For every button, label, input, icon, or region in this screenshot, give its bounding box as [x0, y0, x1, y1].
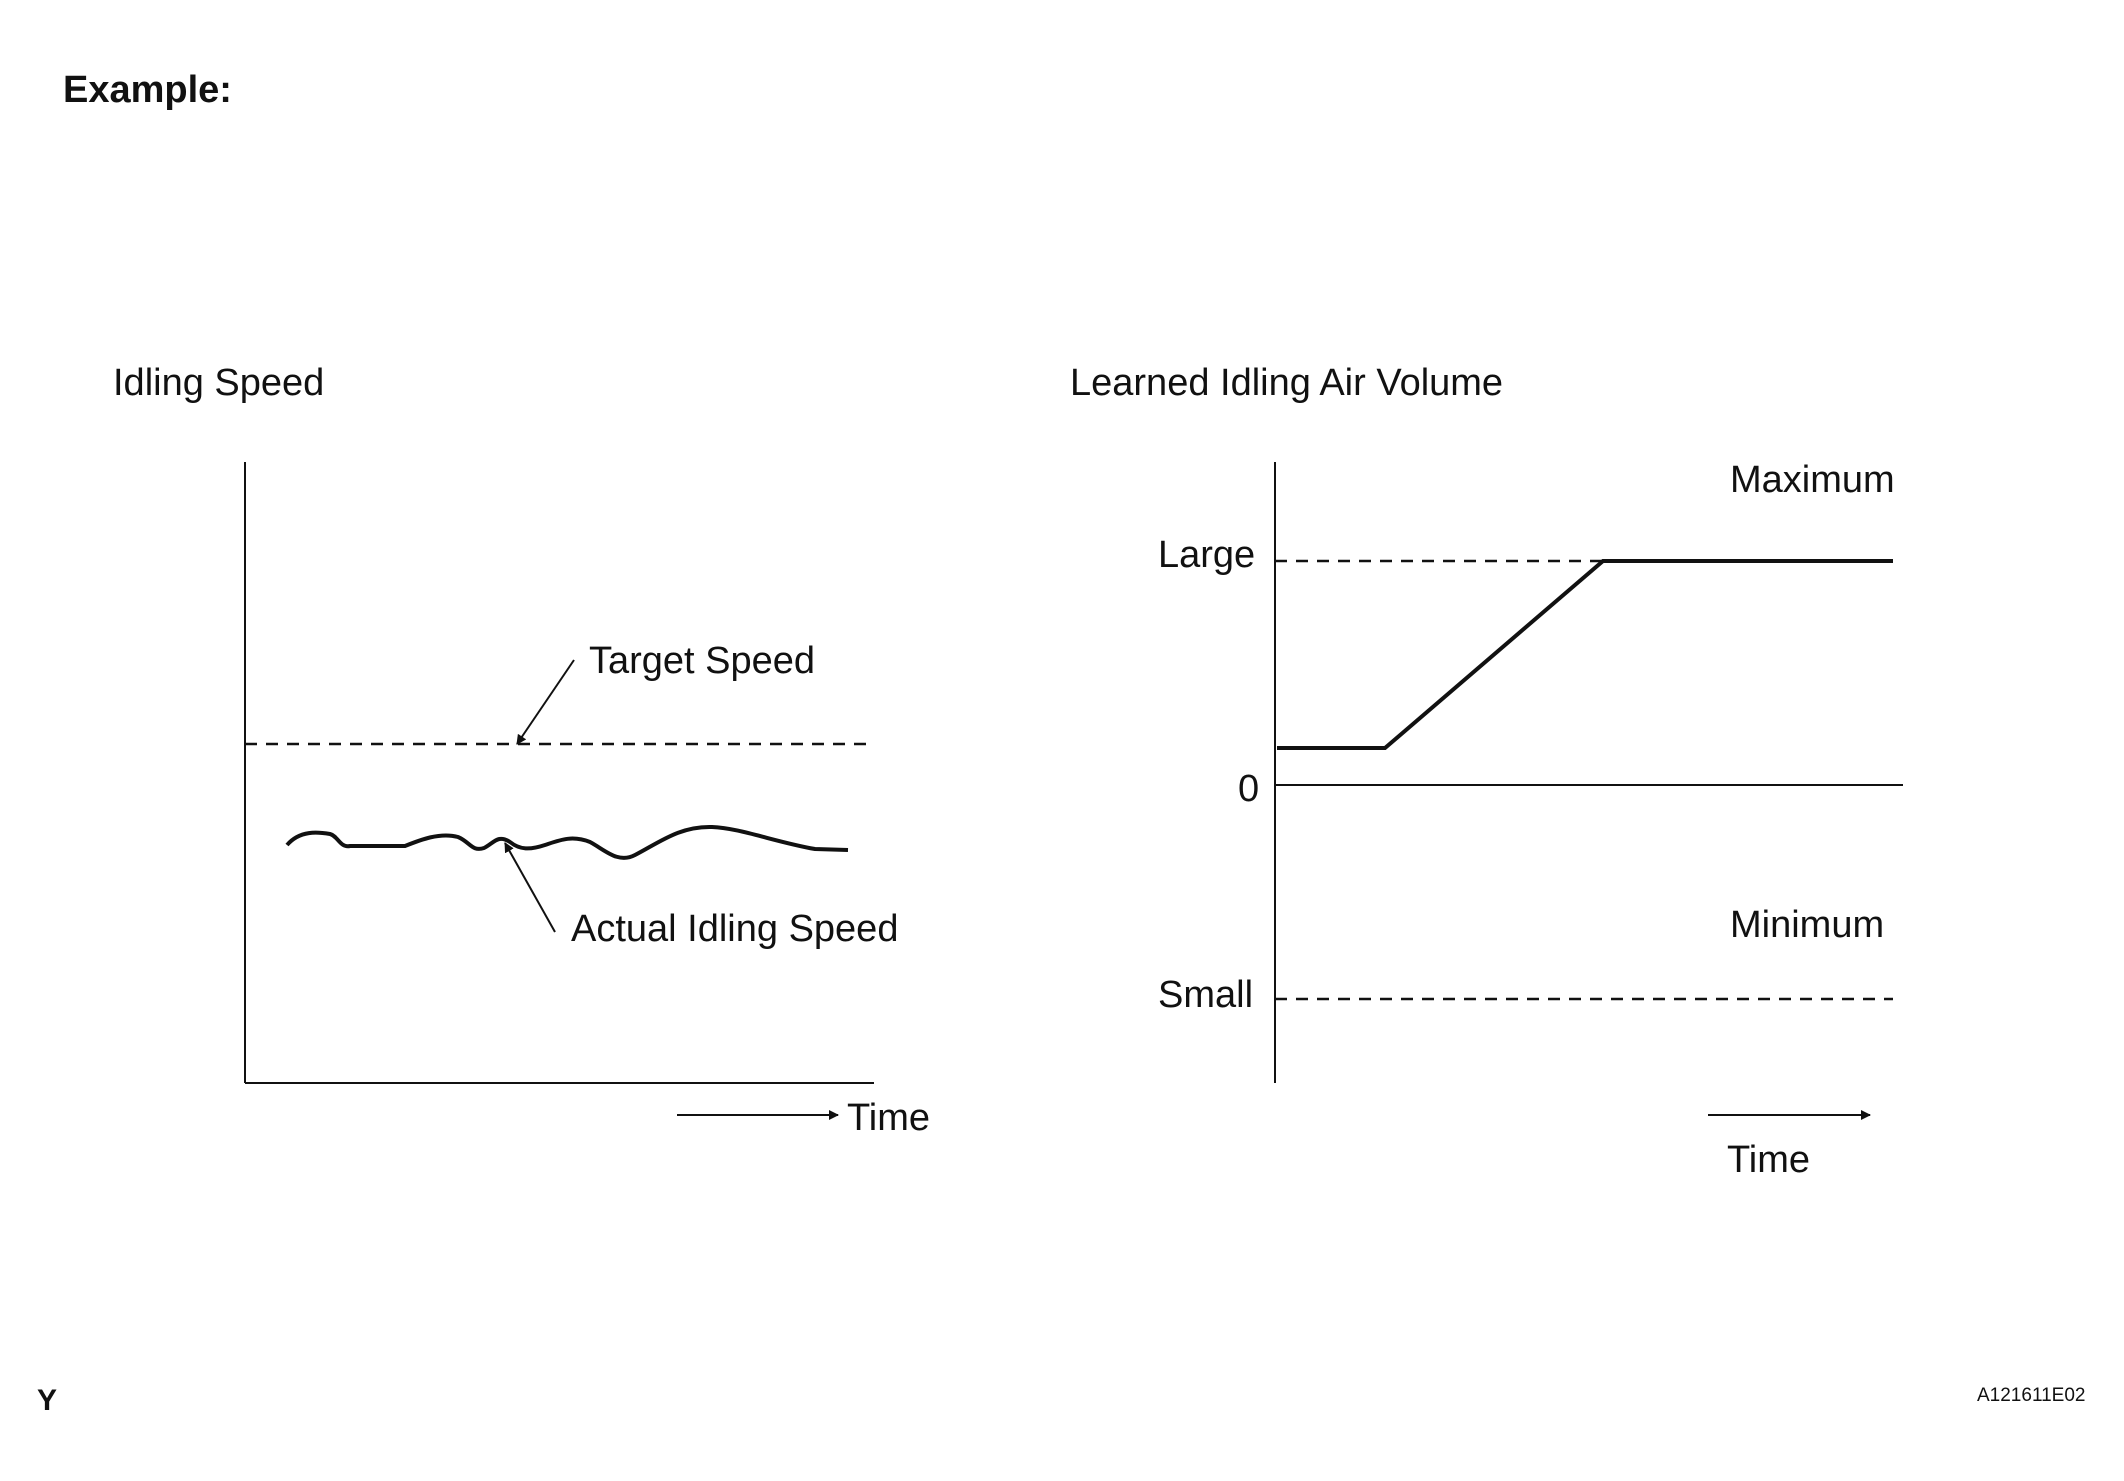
zero-label: 0	[1238, 768, 1260, 810]
idling-speed-title: Idling Speed	[113, 362, 325, 404]
target-speed-label: Target Speed	[589, 640, 816, 682]
figure-code: A121611E02	[1977, 1385, 2086, 1406]
actual-speed-leader	[504, 842, 556, 933]
minimum-label: Minimum	[1730, 904, 1885, 946]
target-speed-leader	[516, 659, 575, 745]
corner-letter: Y	[37, 1384, 58, 1417]
example-heading: Example:	[63, 69, 232, 111]
learned-air-volume-graph	[1274, 462, 1903, 1120]
small-label: Small	[1158, 974, 1254, 1016]
actual-idling-speed-curve	[285, 824, 849, 860]
right-time-label: Time	[1727, 1139, 1811, 1181]
left-time-label: Time	[847, 1097, 931, 1139]
learned-volume-curve	[1277, 559, 1893, 750]
learned-idling-air-volume-title: Learned Idling Air Volume	[1070, 362, 1504, 404]
large-label: Large	[1158, 534, 1256, 576]
actual-idling-speed-label: Actual Idling Speed	[571, 908, 899, 950]
idling-speed-graph	[244, 462, 874, 1120]
maximum-label: Maximum	[1730, 459, 1895, 501]
